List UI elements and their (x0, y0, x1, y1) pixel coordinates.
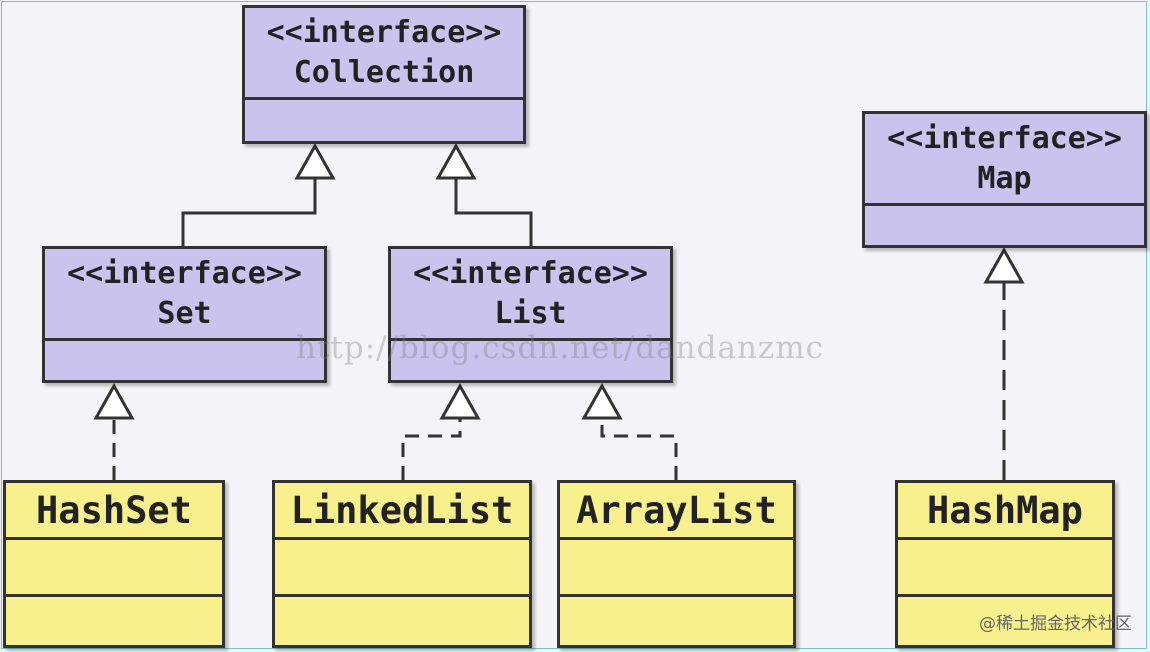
linkedlist-name: LinkedList (275, 483, 529, 540)
collection-interface-box: <<interface>> Collection (242, 5, 526, 144)
line-list-collection (454, 178, 533, 246)
arrowhead-collection-left (294, 142, 336, 180)
hashmap-class-box: HashMap (895, 480, 1115, 648)
hashmap-name: HashMap (898, 483, 1112, 540)
line-linkedlist-list (401, 418, 462, 480)
set-name: Set (157, 295, 212, 331)
hashmap-attributes (898, 540, 1112, 597)
arraylist-name: ArrayList (560, 483, 793, 540)
collection-name: Collection (293, 54, 475, 90)
map-interface-box: <<interface>> Map (862, 111, 1147, 248)
arrowhead-map (983, 246, 1025, 284)
collection-stereotype: <<interface>> (266, 14, 502, 50)
arrowhead-collection-right (435, 142, 477, 180)
arrowhead-list-left (439, 382, 481, 420)
set-header: <<interface>> Set (45, 249, 324, 341)
arraylist-class-box: ArrayList (557, 480, 796, 648)
map-stereotype: <<interface>> (887, 120, 1122, 156)
list-stereotype: <<interface>> (413, 255, 648, 291)
set-interface-box: <<interface>> Set (42, 246, 327, 383)
hashset-attributes (6, 540, 222, 597)
line-set-collection (181, 178, 317, 246)
hashset-name: HashSet (6, 483, 222, 540)
line-arraylist-list (600, 418, 678, 480)
collection-header: <<interface>> Collection (245, 8, 523, 100)
source-watermark: @稀土掘金技术社区 (979, 614, 1132, 634)
arraylist-attributes (560, 540, 793, 597)
arrowhead-set (93, 382, 135, 420)
linkedlist-attributes (275, 540, 529, 597)
list-header: <<interface>> List (391, 249, 670, 341)
hashset-class-box: HashSet (3, 480, 225, 648)
blog-watermark: http://blog.csdn.net/dandanzmc (296, 330, 824, 366)
list-interface-box: <<interface>> List (388, 246, 673, 383)
map-header: <<interface>> Map (865, 114, 1144, 206)
linkedlist-class-box: LinkedList (272, 480, 532, 648)
list-name: List (494, 295, 567, 331)
map-name: Map (977, 160, 1032, 196)
set-stereotype: <<interface>> (67, 255, 302, 291)
arrowhead-list-right (581, 382, 623, 420)
